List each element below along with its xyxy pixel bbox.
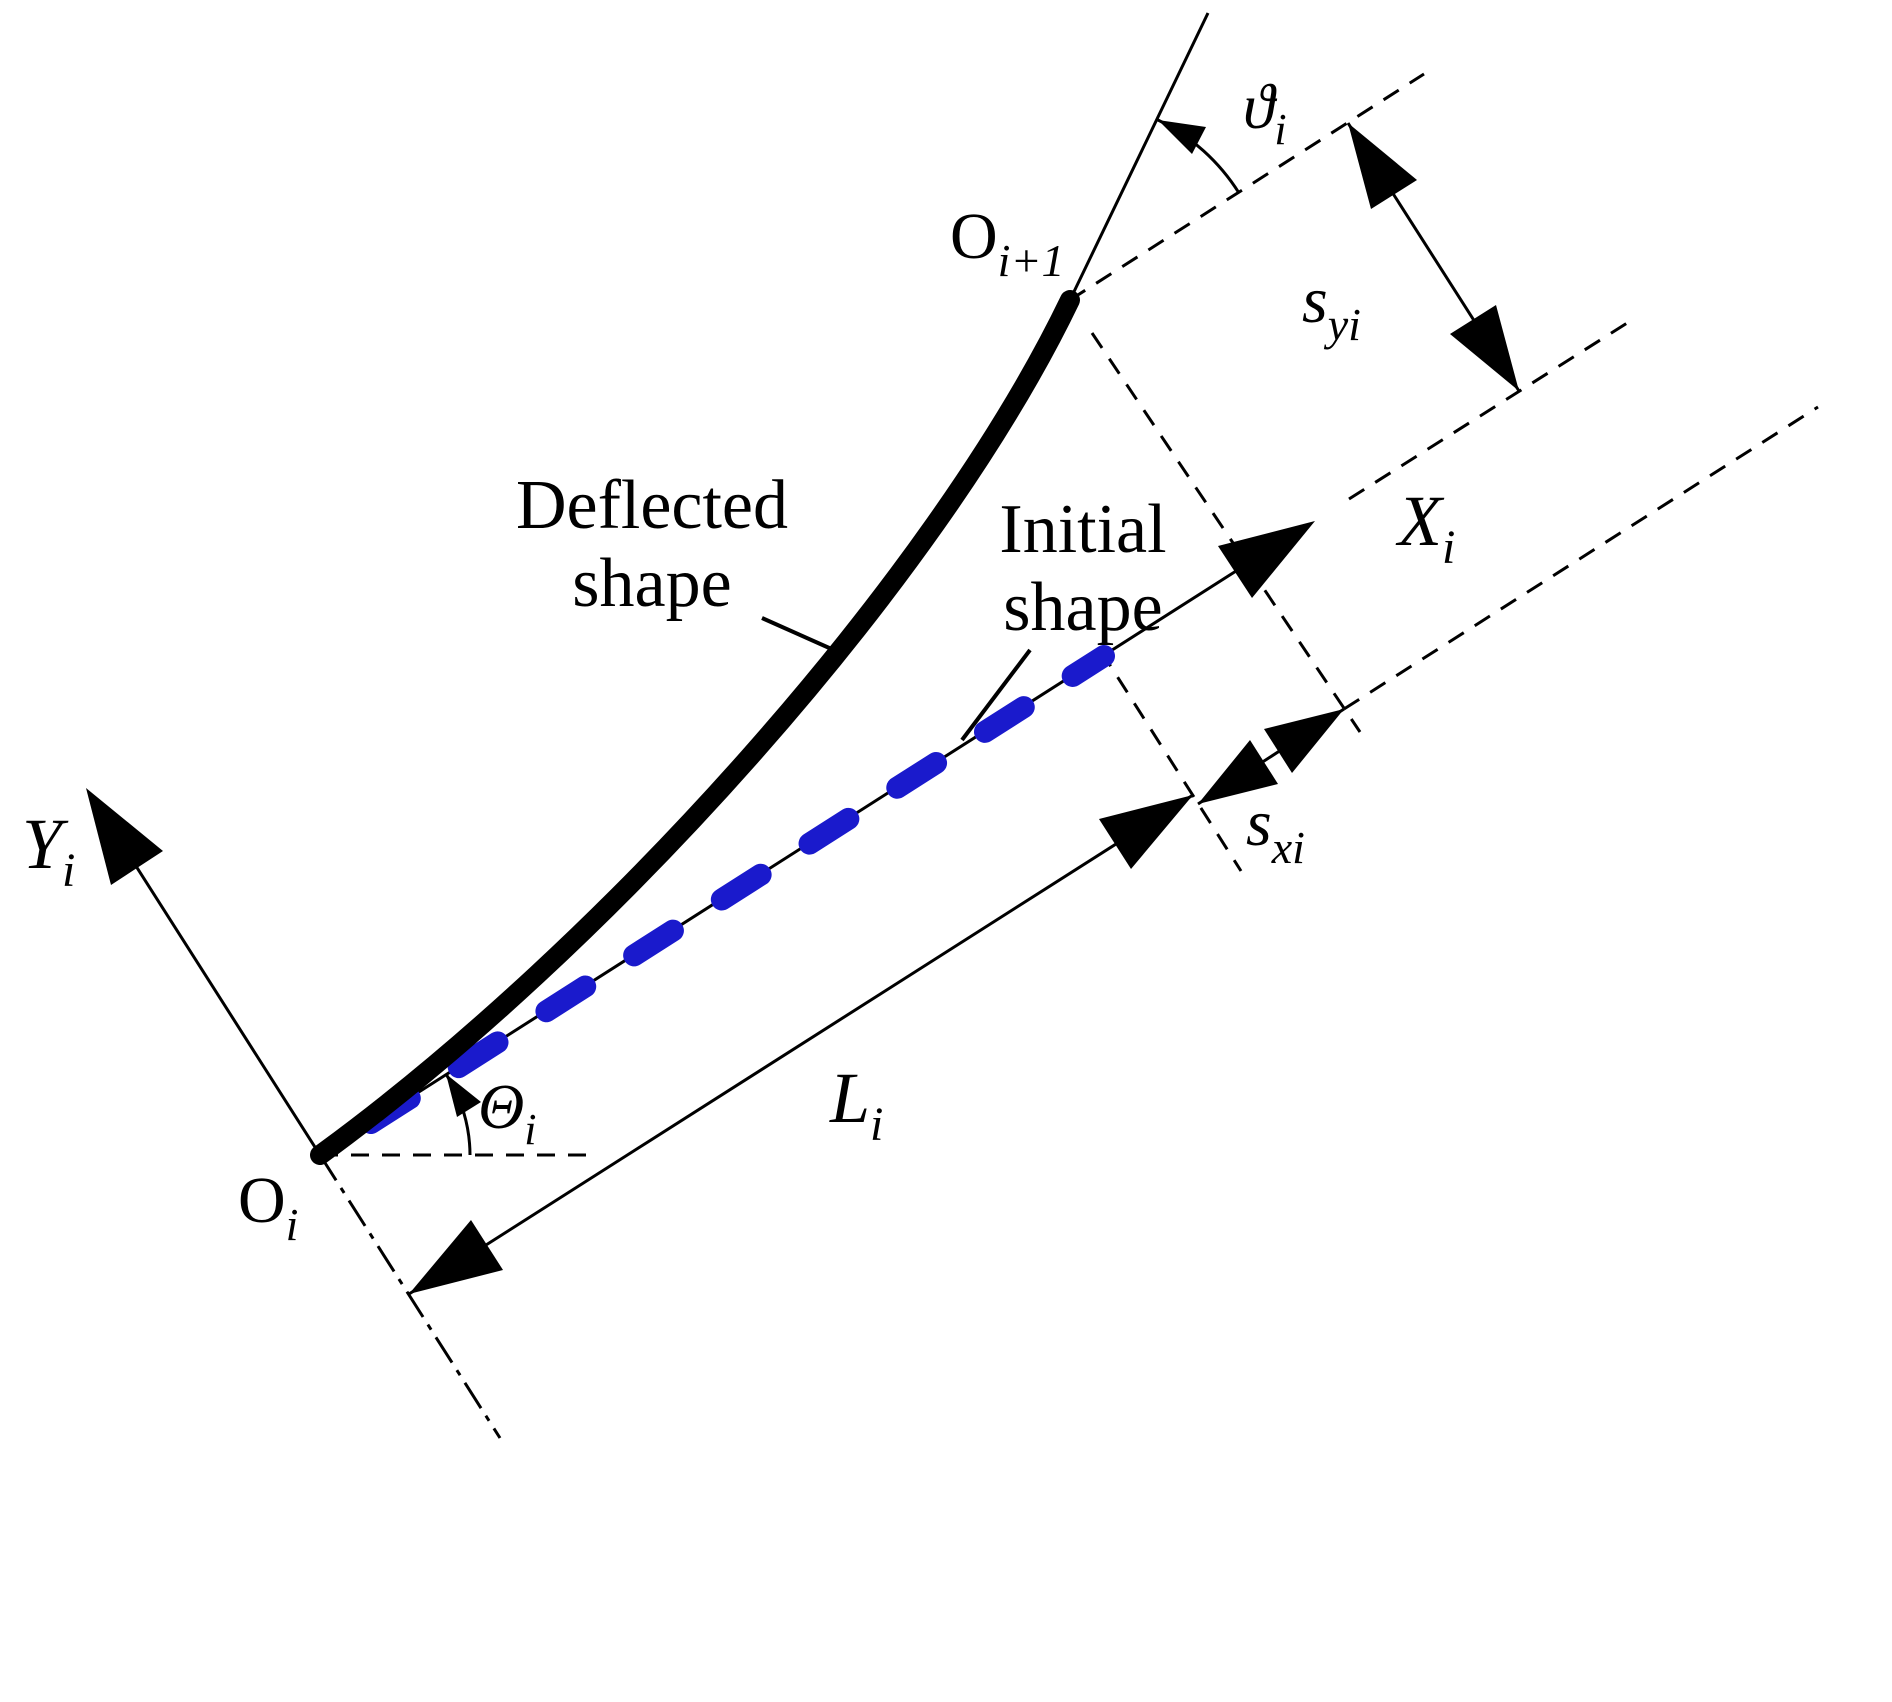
sxi-dimension-tail-dashed-line: [1343, 405, 1819, 711]
syi-arrowhead-bottom: [1450, 305, 1519, 391]
length-dimension-line: [408, 793, 1194, 1296]
length-end-extension-dashed-line: [1099, 650, 1243, 872]
sxi-arrowhead-left: [1198, 740, 1278, 804]
theta-base-label: Θi: [478, 1071, 536, 1154]
length-arrowhead-start: [409, 1220, 503, 1294]
deflected-shape-caption-line1: Deflected: [516, 467, 788, 544]
y-axis-arrowhead: [86, 788, 163, 885]
theta-base-arc-arrowhead: [446, 1074, 481, 1117]
deflected-shape-caption-line2: shape: [572, 545, 731, 622]
sxi-arrowhead-right: [1264, 709, 1344, 773]
x-axis-extension-dashed-line: [1348, 316, 1636, 501]
syi-arrowhead-top: [1348, 123, 1417, 209]
length-arrowhead-end: [1099, 795, 1193, 869]
x-axis-arrowhead: [1218, 521, 1315, 598]
tip-parallel-dashed-line: [1069, 72, 1425, 302]
tip-tangent-line: [1068, 12, 1210, 301]
x-axis-label: Xi: [1395, 481, 1455, 574]
initial-shape-line: [360, 645, 1115, 1134]
y-axis-label: Yi: [22, 804, 75, 897]
length-label: Li: [829, 1058, 883, 1151]
theta-tip-label: ϑi: [1243, 71, 1287, 154]
origin-i-label: Oi: [238, 1164, 298, 1250]
origin-extension-dashdot-line: [318, 1154, 502, 1439]
origin-i1-label: Oi+1: [950, 200, 1065, 286]
initial-shape-caption-line1: Initial: [999, 491, 1166, 568]
initial-shape-leader-line: [960, 648, 1032, 742]
syi-label: syi: [1302, 264, 1361, 350]
theta-tip-arc-arrowhead: [1158, 120, 1206, 154]
sxi-label: sxi: [1246, 787, 1305, 873]
deflected-shape-curve: [310, 290, 1080, 1165]
initial-shape-caption-line2: shape: [1003, 569, 1162, 646]
